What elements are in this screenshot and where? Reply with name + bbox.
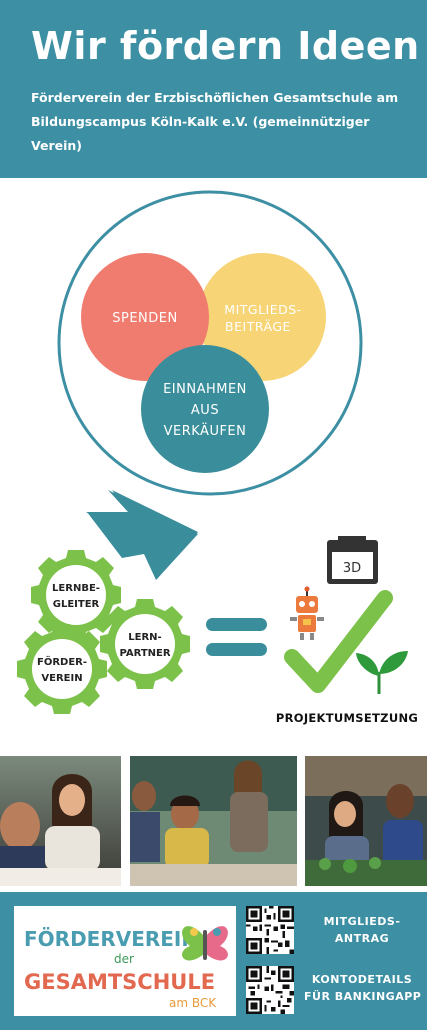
projektumsetzung-label: PROJEKTUMSETZUNG <box>276 711 418 725</box>
svg-text:FÖRDERVEREIN: FÖRDERVEREIN <box>24 927 198 951</box>
svg-text:der: der <box>114 952 134 966</box>
mitglieds-label-line2: BEITRÄGE <box>225 319 291 334</box>
lernbegleiter-label-line2: GLEITER <box>53 599 100 610</box>
robot-icon <box>290 586 324 640</box>
gear-icon-lernpartner <box>100 599 190 689</box>
outer-circle <box>57 190 363 496</box>
sprout-icon <box>356 651 408 694</box>
einnahmen-circle <box>141 345 269 473</box>
svg-text:GESAMTSCHULE: GESAMTSCHULE <box>24 970 215 994</box>
classroom-photo-2 <box>130 756 297 886</box>
funding-diagram: SPENDEN MITGLIEDS- BEITRÄGE EINNAHMEN AU… <box>17 190 418 725</box>
butterfly-icon <box>182 926 228 961</box>
spenden-label: SPENDEN <box>112 311 177 326</box>
page-title: Wir fördern Ideen <box>31 24 420 68</box>
svg-text:3D: 3D <box>343 561 361 576</box>
kontodetails-link[interactable]: KONTODETAILS FÜR BANKINGAPP <box>304 973 422 1003</box>
gear-icon-foerderverein <box>17 624 107 714</box>
qr-code-mitgliedsantrag[interactable] <box>246 906 294 954</box>
gear-icon-lernbegleiter <box>31 550 121 640</box>
equals-icon <box>206 618 267 656</box>
qr-code-kontodetails[interactable] <box>246 966 294 1014</box>
einnahmen-label-line2: AUS <box>191 403 219 418</box>
foerderverein-label-line2: VEREIN <box>41 673 82 684</box>
lernpartner-label-line1: LERN- <box>128 632 161 643</box>
classroom-photo-1 <box>0 756 121 886</box>
mitgliedsbeitraege-circle <box>198 253 326 381</box>
foerderverein-logo: FÖRDERVEREIN der GESAMTSCHULE am BCK <box>14 906 236 1016</box>
classroom-photo-3 <box>305 756 427 886</box>
lernbegleiter-label-line1: LERNBE- <box>52 583 100 594</box>
svg-text:am BCK: am BCK <box>169 996 217 1010</box>
checkmark-icon <box>284 590 393 693</box>
3d-printer-icon: 3D <box>327 536 378 584</box>
mitgliedsantrag-link[interactable]: MITGLIEDS- ANTRAG <box>323 915 401 945</box>
mitglieds-label-line1: MITGLIEDS- <box>224 302 301 317</box>
einnahmen-label-line1: EINNAHMEN <box>163 382 247 397</box>
spenden-circle <box>81 253 209 381</box>
photo-strip <box>0 756 427 888</box>
lernpartner-label-line2: PARTNER <box>119 648 170 659</box>
footer-banner: FÖRDERVEREIN der GESAMTSCHULE am BCK <box>0 892 427 1030</box>
header-banner: Wir fördern Ideen Förderverein der Erzbi… <box>0 0 427 178</box>
page-subtitle: Förderverein der Erzbischöflichen Gesamt… <box>31 90 399 153</box>
foerderverein-label-line1: FÖRDER- <box>37 654 87 668</box>
einnahmen-label-line3: VERKÄUFEN <box>164 423 247 439</box>
arrow-shape <box>86 490 198 579</box>
